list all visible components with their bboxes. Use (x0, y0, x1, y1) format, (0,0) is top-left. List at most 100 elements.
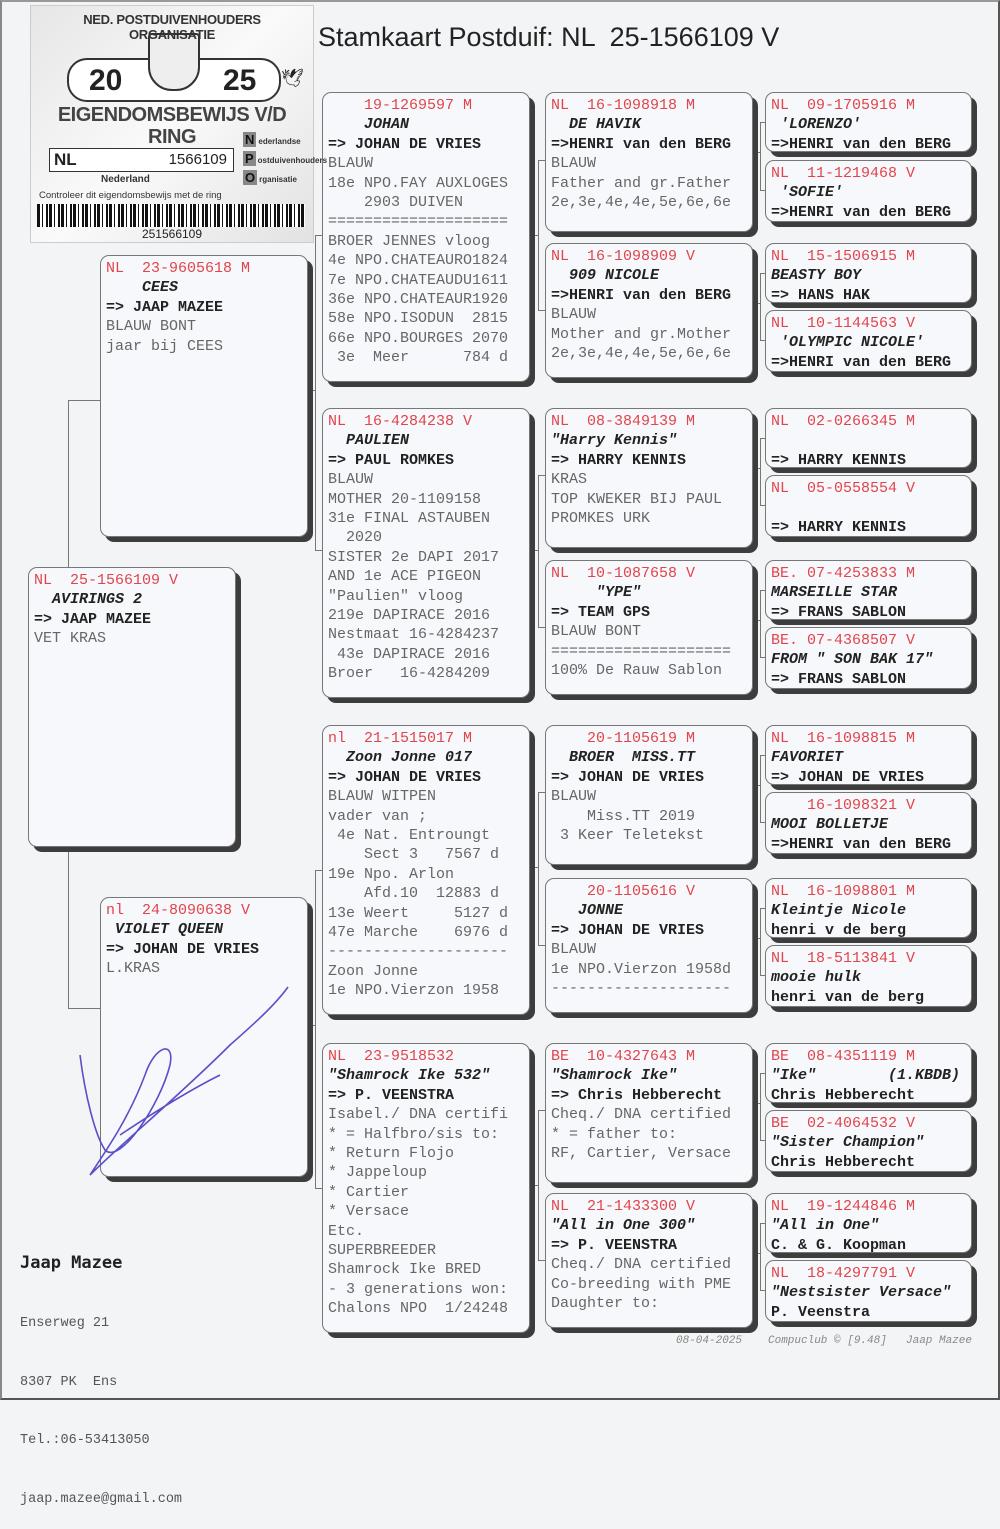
owner-name: => FRANS SABLON (771, 670, 907, 688)
pigeon-card[interactable]: NL 16-1098909 V 909 NICOLE=>HENRI van de… (545, 243, 753, 378)
note-line: RF, Cartier, Versace (551, 1145, 732, 1163)
note-line: Broer 16-4284209 (328, 665, 491, 683)
ring-number: NL 02-0266345 M (771, 413, 916, 430)
sticker-ring-box: NL 1566109 (49, 148, 234, 172)
breeder-phone: Tel.:06-53413050 (20, 1433, 150, 1448)
pigeon-card[interactable]: nl 21-1515017 M Zoon Jonne 017=> JOHAN D… (322, 725, 530, 1015)
pigeon-name: 'OLYMPIC NICOLE' (771, 334, 925, 352)
connector-line (760, 340, 765, 341)
connector-line (760, 505, 765, 506)
connector-line (538, 310, 545, 311)
lion-shield-icon (148, 33, 200, 91)
pigeon-card[interactable]: NL 18-4297791 V"Nestsister Versace"P. Ve… (765, 1260, 972, 1322)
pigeon-card[interactable]: NL 16-1098918 M DE HAVIK=>HENRI van den … (545, 92, 753, 232)
connector-line (760, 1140, 765, 1141)
owner-name: =>HENRI van den BERG (771, 203, 952, 221)
note-line: Etc. (328, 1222, 365, 1240)
note-line: 2020 (328, 529, 383, 547)
connector-line (538, 1260, 545, 1261)
owner-name: => P. VEENSTRA (551, 1236, 678, 1254)
ring-number: NL 16-4284238 V (328, 413, 473, 430)
pigeon-card[interactable]: NL 10-1144563 V 'OLYMPIC NICOLE'=>HENRI … (765, 310, 972, 372)
note-line: MOTHER 20-1109158 (328, 490, 482, 508)
pigeon-card[interactable]: NL 08-3849139 M"Harry Kennis"=> HARRY KE… (545, 408, 753, 548)
connector-line (760, 908, 761, 975)
connector-line (315, 235, 316, 550)
pigeon-card[interactable]: NL 19-1244846 M"All in One"C. & G. Koopm… (765, 1193, 972, 1253)
pigeon-name: BROER MISS.TT (551, 749, 696, 767)
connector-line (315, 235, 322, 236)
pigeon-card[interactable]: NL 09-1705916 M 'LORENZO'=>HENRI van den… (765, 92, 972, 152)
note-line: * Cartier (328, 1183, 410, 1201)
connector-line (760, 755, 765, 756)
sticker-country: Nederland (101, 174, 150, 185)
owner-name: => JAAP MAZEE (34, 610, 152, 628)
note-line: SISTER 2e DAPI 2017 (328, 548, 500, 566)
note-line: Cheq./ DNA certified (551, 1256, 732, 1274)
pigeon-card[interactable]: BE 02-4064532 V"Sister Champion"Chris He… (765, 1110, 972, 1172)
pigeon-name: MARSEILLE STAR (771, 584, 898, 602)
connector-line (760, 122, 761, 190)
pigeon-card[interactable]: 20-1105619 M BROER MISS.TT=> JOHAN DE VR… (545, 725, 753, 865)
owner-name: => JAAP MAZEE (106, 298, 224, 316)
pigeon-card[interactable]: BE 08-4351119 M"Ike" (1.KBDB)Chris Hebbe… (765, 1043, 972, 1103)
note-line: "Paulien" vloog (328, 587, 464, 605)
connector-line (68, 1008, 100, 1009)
connector-line (315, 870, 316, 1188)
ownership-sticker: NED. POSTDUIVENHOUDERS ORGANISATIE 20 25… (30, 5, 327, 243)
npo-letter: N (243, 132, 257, 147)
note-line: Co-breeding with PME (551, 1275, 732, 1293)
pigeon-card[interactable]: NL 11-1219468 V 'SOFIE'=>HENRI van den B… (765, 160, 972, 222)
owner-name: henri v de berg (771, 921, 907, 938)
pigeon-name: PAULIEN (328, 432, 410, 450)
pigeon-card[interactable]: nl 24-8090638 V VIOLET QUEEN=> JOHAN DE … (100, 897, 308, 1177)
npo-text: ostduivenhouders (257, 156, 328, 165)
note-line: Shamrock Ike BRED (328, 1261, 482, 1279)
pigeon-name: ​ (771, 498, 966, 517)
pigeon-card[interactable]: NL 02-0266345 M​=> HARRY KENNIS (765, 408, 972, 468)
connector-line (760, 975, 765, 976)
pigeon-card[interactable]: NL 23-9518532"Shamrock Ike 532"=> P. VEE… (322, 1043, 530, 1333)
pigeon-name: JONNE (551, 902, 624, 920)
note-line: 100% De Rauw Sablon (551, 662, 723, 680)
connector-line (753, 938, 760, 939)
note-line: Isabel./ DNA certifi (328, 1106, 509, 1124)
note-line: L.KRAS (106, 960, 161, 978)
owner-name: => HARRY KENNIS (771, 518, 907, 536)
ring-number: NL 08-3849139 M (551, 413, 696, 430)
pigeon-name: Kleintje Nicole (771, 902, 907, 920)
connector-line (753, 620, 760, 621)
note-line: 2903 DUIVEN (328, 194, 464, 212)
pigeon-name: "Shamrock Ike" (551, 1067, 678, 1085)
owner-name: C. & G. Koopman (771, 1236, 907, 1253)
owner-name: => JOHAN DE VRIES (551, 768, 705, 786)
ring-number: NL 05-0558554 V (771, 480, 916, 497)
connector-line (753, 152, 760, 153)
pigeon-name: 909 NICOLE (551, 267, 660, 285)
pigeon-card[interactable]: NL 21-1433300 V"All in One 300"=> P. VEE… (545, 1193, 753, 1328)
dove-icon: 🕊 (281, 68, 304, 88)
note-line: 66e NPO.BOURGES 2070 (328, 329, 509, 347)
owner-name: => FRANS SABLON (771, 603, 907, 620)
note-line: 36e NPO.CHATEAUR1920 (328, 291, 509, 309)
owner-name: => P. VEENSTRA (328, 1086, 455, 1104)
pigeon-card[interactable]: BE 10-4327643 M"Shamrock Ike"=> Chris He… (545, 1043, 753, 1183)
pigeon-card[interactable]: NL 05-0558554 V​=> HARRY KENNIS (765, 475, 972, 537)
ring-number: NL 15-1506915 M (771, 248, 916, 265)
note-line: Nestmaat 16-4284237 (328, 626, 500, 644)
owner-name: => JOHAN DE VRIES (328, 768, 482, 786)
